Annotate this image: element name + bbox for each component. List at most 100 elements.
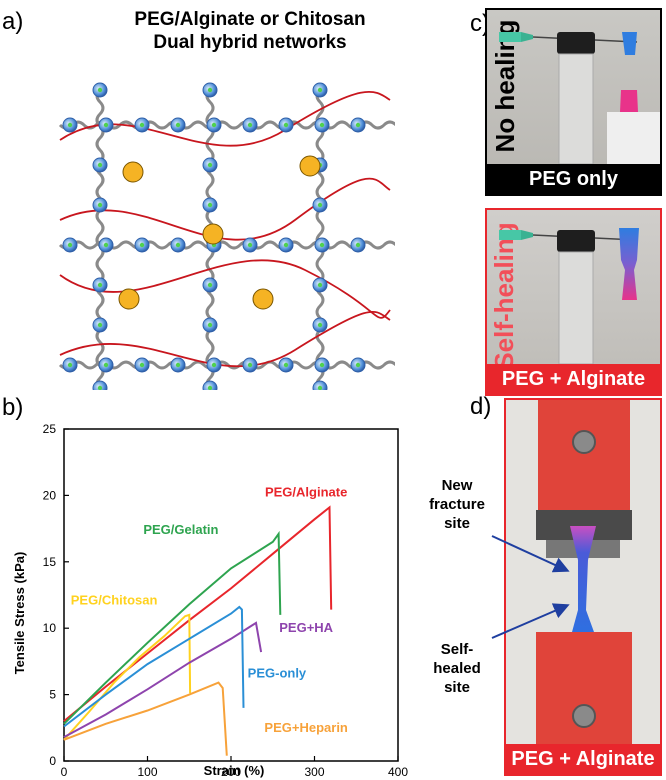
series-line-peg-ha [63, 621, 263, 738]
bead-core [319, 362, 325, 368]
bead-core [317, 202, 323, 208]
annotation-arrows [491, 535, 570, 639]
bead-core [207, 322, 213, 328]
x-tick-label: 100 [137, 765, 157, 779]
bead-core [139, 242, 145, 248]
arrow-to-healed-site [491, 603, 570, 639]
gel-piece-top-icon [622, 32, 637, 55]
bead-core [67, 122, 73, 128]
vial-icon [558, 251, 594, 365]
photo-no-healing: No healing PEG only [485, 8, 662, 196]
bead-core [175, 362, 181, 368]
series-label-peg-ha: PEG+HA [279, 620, 333, 635]
caption-peg-alginate: PEG + Alginate [487, 364, 660, 394]
peg-chain-horizontal-1 [58, 240, 395, 250]
y-tick-label: 10 [43, 621, 57, 635]
bead-core [207, 87, 213, 93]
arrow-to-fracture-site [491, 535, 570, 573]
series-label-peg-alginate: PEG/Alginate [265, 485, 347, 500]
series-label-peg-gelatin: PEG/Gelatin [143, 522, 218, 537]
series-label-peg-heparin: PEG+Heparin [264, 720, 348, 735]
bead-core [97, 162, 103, 168]
panel-label-b: b) [2, 394, 24, 421]
series-line-peg-chitosan [63, 613, 192, 741]
bead-core [207, 162, 213, 168]
caption-tensile-peg-alginate: PEG + Alginate [506, 744, 660, 774]
y-tick-label: 25 [43, 422, 57, 436]
bead-core [317, 282, 323, 288]
peg-chain-horizontal-0 [58, 120, 395, 130]
series-line-peg-alginate [63, 505, 333, 722]
bead-core [175, 242, 181, 248]
ion-particle-2 [202, 223, 224, 245]
bead-core [317, 385, 323, 390]
x-axis-label: Strain (%) [204, 763, 265, 778]
bead-core [103, 242, 109, 248]
upper-grip-icon [538, 400, 630, 510]
bead-core [139, 122, 145, 128]
bead-core [97, 87, 103, 93]
series-label-peg-only: PEG-only [248, 665, 307, 680]
annotation-new-fracture-site: New fracture site [420, 476, 494, 533]
panel-label-d: d) [470, 393, 492, 420]
alginate-chain-3 [59, 310, 391, 368]
vial-cap-icon [557, 230, 595, 252]
bead-core [97, 322, 103, 328]
vial-icon [558, 53, 594, 165]
peg-chain-vertical-0 [95, 88, 105, 390]
bead-core [67, 362, 73, 368]
chart-series-labels: PEG/AlginatePEG/GelatinPEG/ChitosanPEG+H… [71, 485, 348, 735]
series-line-peg-only [63, 605, 245, 728]
bead-core [355, 362, 361, 368]
bead-core [317, 87, 323, 93]
chart-series [63, 505, 333, 756]
series-label-peg-chitosan: PEG/Chitosan [71, 592, 158, 607]
photo-self-healing: Self-healing PEG + Alginate [485, 208, 662, 396]
y-tick-label: 20 [43, 488, 57, 502]
x-tick-label: 300 [304, 765, 324, 779]
ion-particle-3 [118, 288, 140, 310]
y-tick-label: 0 [49, 754, 56, 768]
y-tick-label: 15 [43, 555, 57, 569]
ion-particles [118, 155, 321, 310]
crosslink-bead [202, 380, 218, 390]
bead-core [283, 242, 289, 248]
bead-core [283, 362, 289, 368]
vial-scene-self-healing [499, 228, 639, 365]
alginate-chains [59, 90, 391, 368]
crosslink-bead [92, 380, 108, 390]
x-tick-label: 0 [61, 765, 68, 779]
bead-core [247, 122, 253, 128]
annotation-top-line2: fracture [429, 496, 485, 513]
healed-gel-icon [619, 228, 639, 300]
series-line-peg-heparin [63, 681, 228, 756]
needle-hub-icon [499, 230, 521, 240]
bead-core [355, 242, 361, 248]
bead-core [97, 202, 103, 208]
ion-particle-0 [122, 161, 144, 183]
needle-hub-icon [499, 32, 521, 42]
photo-tensile-test: PEG + Alginate [504, 398, 662, 776]
bead-core [175, 122, 181, 128]
bead-core [211, 122, 217, 128]
vial-cap-icon [557, 32, 595, 54]
annotation-self-healed-site: Self- healed site [420, 640, 494, 697]
annotation-top-line1: New [441, 477, 473, 494]
network-title: PEG/Alginate or Chitosan Dual hybrid net… [70, 8, 430, 54]
bead-core [103, 122, 109, 128]
tensile-grip-scene [536, 400, 632, 744]
bead-core [67, 242, 73, 248]
gel-piece-bottom-icon [620, 90, 638, 112]
alginate-chain-2 [59, 259, 391, 319]
caption-peg-only: PEG only [487, 164, 660, 194]
y-tick-label: 5 [49, 688, 56, 702]
bead-core [355, 122, 361, 128]
y-axis-label: Tensile Stress (kPa) [12, 552, 27, 675]
annotation-bottom-line1: Self- [440, 641, 474, 658]
bead-core [97, 385, 103, 390]
x-tick-label: 400 [388, 765, 408, 779]
network-schematic [58, 82, 395, 390]
bead-core [211, 362, 217, 368]
bead-core [319, 122, 325, 128]
